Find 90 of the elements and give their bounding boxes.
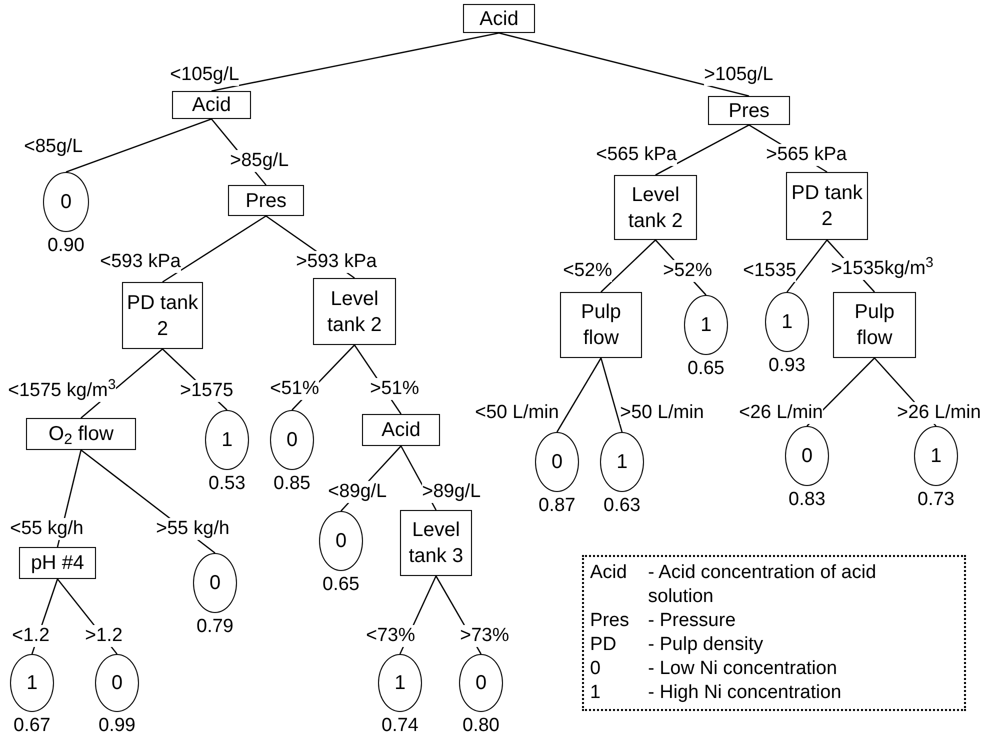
edge-label: <85g/L xyxy=(24,136,83,158)
tree-branch-line xyxy=(786,240,828,292)
tree-branch-line xyxy=(162,215,266,283)
decision-box: Level tank 2 xyxy=(313,278,396,345)
tree-branch-line xyxy=(600,240,656,292)
leaf-oval: 1 xyxy=(205,410,249,470)
probability-value: 0.80 xyxy=(462,715,500,737)
probability-value: 0.85 xyxy=(274,473,310,495)
decision-box: Acid xyxy=(463,4,535,33)
tree-branch-line xyxy=(498,32,750,97)
edge-label: >565 kPa xyxy=(766,144,847,166)
probability-value: 0.65 xyxy=(688,358,724,380)
leaf-oval: 0 xyxy=(270,410,314,470)
probability-value: 0.93 xyxy=(768,355,806,377)
edge-label: >55 kg/h xyxy=(156,518,230,540)
edge-label: <1575 kg/m$^{3}$ xyxy=(8,380,116,402)
probability-value: 0.99 xyxy=(98,715,136,737)
decision-box: Acid xyxy=(172,91,251,119)
edge-label: <89g/L xyxy=(328,481,387,503)
probability-value: 0.79 xyxy=(196,616,234,638)
key-definition: - High Ni concentration xyxy=(648,681,842,705)
edge-label: <55 kg/h xyxy=(10,518,84,540)
tree-branch-line xyxy=(556,358,602,432)
leaf-oval: 0 xyxy=(459,654,503,712)
leaf-oval: 1 xyxy=(914,426,958,486)
decision-box: Pres xyxy=(708,96,790,125)
probability-value: 0.67 xyxy=(14,715,50,737)
decision-box: PD tank 2 xyxy=(786,172,868,240)
decision-box: Pres xyxy=(228,185,304,216)
edge-label: >593 kPa xyxy=(296,251,377,273)
tree-branch-line xyxy=(655,124,750,176)
leaf-oval: 1 xyxy=(765,292,809,352)
edge-label: <1.2 xyxy=(12,625,50,647)
edge-label: <1535 xyxy=(743,260,796,282)
edge-label: >1575 xyxy=(180,380,234,402)
leaf-oval: 0 xyxy=(95,654,139,712)
decision-box: pH #4 xyxy=(19,547,96,579)
edge-label: >105g/L xyxy=(704,64,774,86)
edge-label: >26 L/min xyxy=(897,402,981,424)
leaf-oval: 0 xyxy=(785,426,829,486)
probability-value: 0.73 xyxy=(918,489,954,511)
tree-branch-line xyxy=(66,118,212,173)
leaf-oval: 0 xyxy=(319,511,363,571)
key-definition: - Low Ni concentration xyxy=(648,657,838,681)
key-term: 0 xyxy=(590,657,602,681)
key-definition: - Pressure xyxy=(648,609,737,633)
probability-value: 0.53 xyxy=(208,473,246,495)
decision-box: O$_{2}$ flow xyxy=(26,418,136,450)
decision-box: PD tank 2 xyxy=(122,282,203,349)
leaf-oval: 1 xyxy=(684,295,728,355)
edge-label: <565 kPa xyxy=(596,144,677,166)
edge-label: <51% xyxy=(270,378,320,400)
decision-box: Pulp flow xyxy=(833,292,916,358)
leaf-oval: 0 xyxy=(535,432,579,492)
edge-label: <593 kPa xyxy=(100,251,181,273)
key-term: PD xyxy=(590,633,618,657)
edge-label: >52% xyxy=(663,260,712,282)
edge-label: <26 L/min xyxy=(739,402,823,424)
edge-label: >1535kg/m$^{3}$ xyxy=(831,258,934,280)
edge-label: >85g/L xyxy=(230,150,289,172)
key-term: Pres xyxy=(590,609,630,633)
leaf-oval: 1 xyxy=(378,654,422,712)
probability-value: 0.65 xyxy=(322,574,360,596)
key-definition: - Acid concentration of acid solution xyxy=(648,561,878,609)
probability-value: 0.90 xyxy=(48,235,84,257)
edge-label: <73% xyxy=(366,625,416,647)
key-definition: - Pulp density xyxy=(648,633,764,657)
probability-value: 0.83 xyxy=(788,489,826,511)
decision-box: Acid xyxy=(362,414,440,446)
edge-label: <105g/L xyxy=(170,64,240,86)
decision-box: Level tank 3 xyxy=(400,510,472,576)
decision-box: Level tank 2 xyxy=(614,175,697,240)
key-term: 1 xyxy=(590,681,602,705)
leaf-oval: 0 xyxy=(43,172,89,232)
edge-label: >73% xyxy=(460,625,510,647)
probability-value: 0.74 xyxy=(382,715,418,737)
key-term: Acid xyxy=(590,561,628,585)
probability-value: 0.87 xyxy=(538,495,576,517)
decision-box: Pulp flow xyxy=(560,292,642,358)
edge-label: >1.2 xyxy=(85,625,123,647)
leaf-oval: 1 xyxy=(10,654,54,712)
leaf-oval: 1 xyxy=(600,432,644,492)
edge-label: >50 L/min xyxy=(620,402,704,424)
leaf-oval: 0 xyxy=(193,553,237,613)
edge-label: >51% xyxy=(370,378,420,400)
edge-label: >89g/L xyxy=(422,481,481,503)
probability-value: 0.63 xyxy=(604,495,640,517)
edge-label: <52% xyxy=(563,260,612,282)
tree-branch-line xyxy=(211,32,500,92)
tree-branch-line xyxy=(600,358,623,432)
